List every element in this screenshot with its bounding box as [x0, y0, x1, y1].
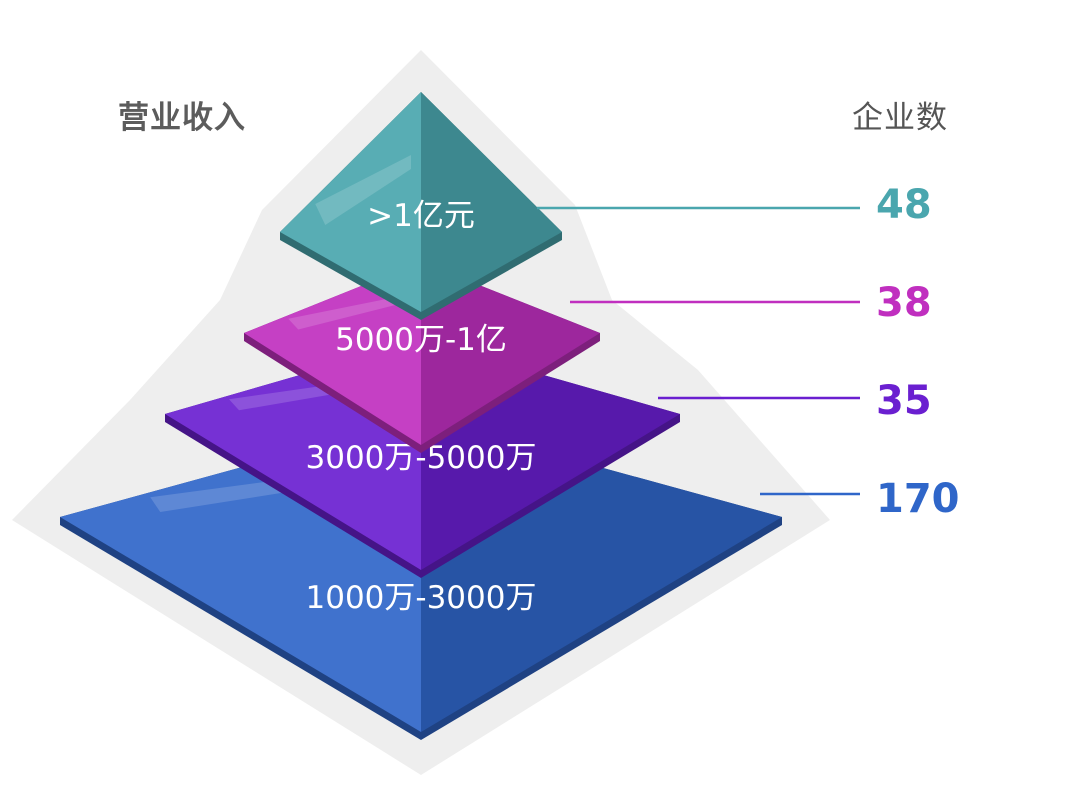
level-1-value: 48 — [876, 182, 932, 228]
level-4-value: 170 — [876, 476, 960, 522]
company-count-header: 企业数 — [852, 100, 948, 136]
level-1-highlight — [315, 155, 411, 225]
revenue-header: 营业收入 — [118, 100, 246, 136]
level-3-value: 35 — [876, 378, 932, 424]
level-4-label: 1000万-3000万 — [306, 580, 537, 616]
level-1-right-face — [421, 92, 562, 312]
level-2-left-face — [244, 262, 421, 445]
level-1-label: >1亿元 — [367, 198, 475, 234]
level-2-label: 5000万-1亿 — [335, 322, 507, 358]
level-1-left-face — [280, 92, 421, 312]
level-2-value: 38 — [876, 280, 932, 326]
level-2-highlight — [288, 293, 411, 330]
level-2-right-face — [421, 262, 600, 445]
